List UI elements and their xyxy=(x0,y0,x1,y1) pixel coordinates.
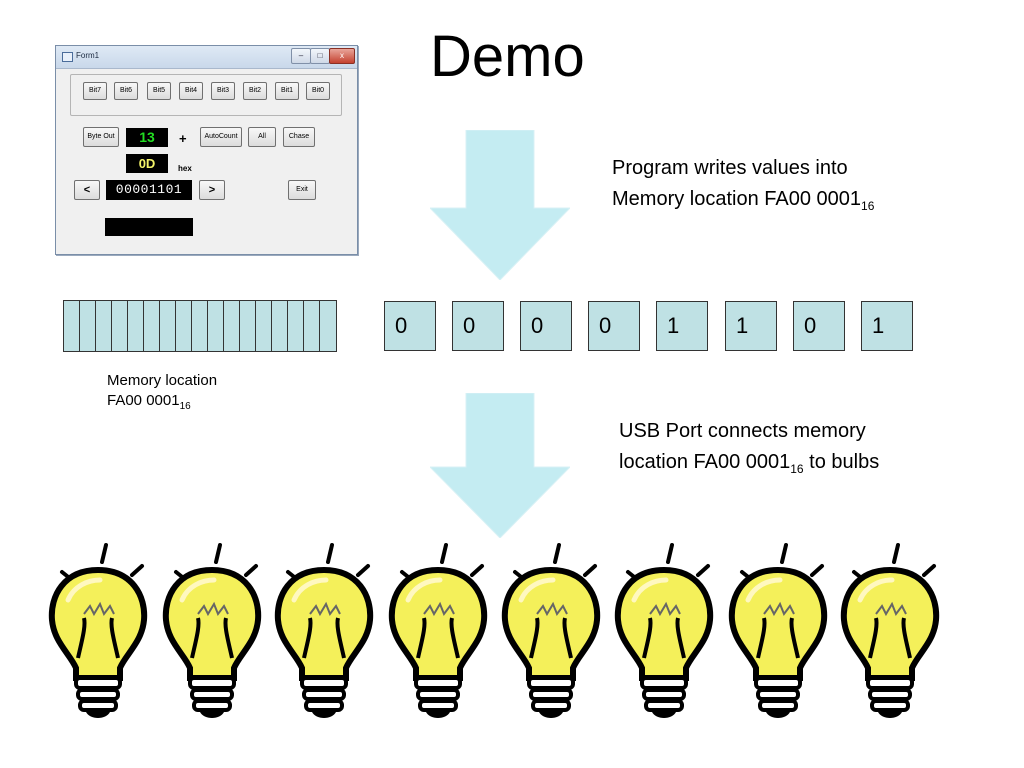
memory-strip-divider xyxy=(271,301,272,351)
memory-caption-line2: FA00 000116 xyxy=(107,392,191,412)
bit1-button[interactable]: Bit1 xyxy=(275,82,299,100)
bit-cell-1: 0 xyxy=(793,301,845,351)
chase-button[interactable]: Chase xyxy=(283,127,315,147)
autocount-button[interactable]: AutoCount xyxy=(200,127,242,147)
shift-right-button[interactable]: > xyxy=(199,180,225,200)
blank-display xyxy=(105,218,193,236)
memory-strip-divider xyxy=(143,301,144,351)
memory-strip-divider xyxy=(207,301,208,351)
memory-strip-divider xyxy=(111,301,112,351)
program-caption-line1: Program writes values into xyxy=(612,157,848,179)
program-caption: Program writes values into Memory locati… xyxy=(612,153,874,215)
maximize-button[interactable]: □ xyxy=(310,48,330,64)
bit5-button[interactable]: Bit5 xyxy=(147,82,171,100)
memory-strip-divider xyxy=(239,301,240,351)
bit0-button[interactable]: Bit0 xyxy=(306,82,330,100)
memory-strip-divider xyxy=(287,301,288,351)
memory-strip-divider xyxy=(127,301,128,351)
bit-cell-4: 0 xyxy=(588,301,640,351)
memory-strip-divider xyxy=(159,301,160,351)
light-bulb-icon xyxy=(724,540,832,725)
bit4-button[interactable]: Bit4 xyxy=(179,82,203,100)
memory-strip-divider xyxy=(175,301,176,351)
memory-strip-divider xyxy=(255,301,256,351)
hex-display: 0D xyxy=(126,154,168,173)
bit-cell-2: 1 xyxy=(725,301,777,351)
bit-cell-6: 0 xyxy=(452,301,504,351)
memory-caption: Memory location FA00 000116 xyxy=(107,371,218,412)
memory-strip-divider xyxy=(223,301,224,351)
bit-cell-3: 1 xyxy=(656,301,708,351)
bit-cell-0: 1 xyxy=(861,301,913,351)
plus-label: + xyxy=(179,131,187,146)
light-bulb-icon xyxy=(384,540,492,725)
down-arrow-icon xyxy=(430,393,570,538)
exit-button[interactable]: Exit xyxy=(288,180,316,200)
memory-strip-divider xyxy=(303,301,304,351)
byte-out-button[interactable]: Byte Out xyxy=(83,127,119,147)
down-arrow-icon xyxy=(430,130,570,280)
form-window: Form1 – □ x Bit7 Bit6 Bit5 Bit4 Bit3 Bit… xyxy=(55,45,358,255)
memory-caption-line1: Memory location xyxy=(107,372,218,389)
light-bulb-icon xyxy=(270,540,378,725)
light-bulb-icon xyxy=(44,540,152,725)
all-button[interactable]: All xyxy=(248,127,276,147)
close-button[interactable]: x xyxy=(329,48,355,64)
light-bulb-icon xyxy=(836,540,944,725)
form-titlebar[interactable]: Form1 – □ x xyxy=(56,46,357,69)
light-bulb-icon xyxy=(158,540,266,725)
program-caption-line2: Memory location FA00 000116 xyxy=(612,188,875,213)
slide-title: Demo xyxy=(430,24,585,89)
bit3-button[interactable]: Bit3 xyxy=(211,82,235,100)
bit-button-group xyxy=(70,74,342,116)
app-window-icon xyxy=(62,52,73,62)
binary-display: 00001101 xyxy=(106,180,192,200)
minimize-button[interactable]: – xyxy=(291,48,311,64)
memory-strip-divider xyxy=(95,301,96,351)
usb-caption-line1: USB Port connects memory xyxy=(619,420,866,442)
bit2-button[interactable]: Bit2 xyxy=(243,82,267,100)
bit6-button[interactable]: Bit6 xyxy=(114,82,138,100)
bit-cell-5: 0 xyxy=(520,301,572,351)
count-display: 13 xyxy=(126,128,168,147)
shift-left-button[interactable]: < xyxy=(74,180,100,200)
usb-caption-line2: location FA00 000116 to bulbs xyxy=(619,451,880,476)
memory-strip xyxy=(63,300,337,352)
memory-strip-divider xyxy=(191,301,192,351)
bit-cell-7: 0 xyxy=(384,301,436,351)
light-bulb-icon xyxy=(610,540,718,725)
memory-strip-divider xyxy=(319,301,320,351)
form-title: Form1 xyxy=(76,51,100,60)
bit7-button[interactable]: Bit7 xyxy=(83,82,107,100)
light-bulb-icon xyxy=(497,540,605,725)
usb-caption: USB Port connects memory location FA00 0… xyxy=(619,416,879,478)
hex-label: hex xyxy=(178,164,192,173)
memory-strip-divider xyxy=(79,301,80,351)
